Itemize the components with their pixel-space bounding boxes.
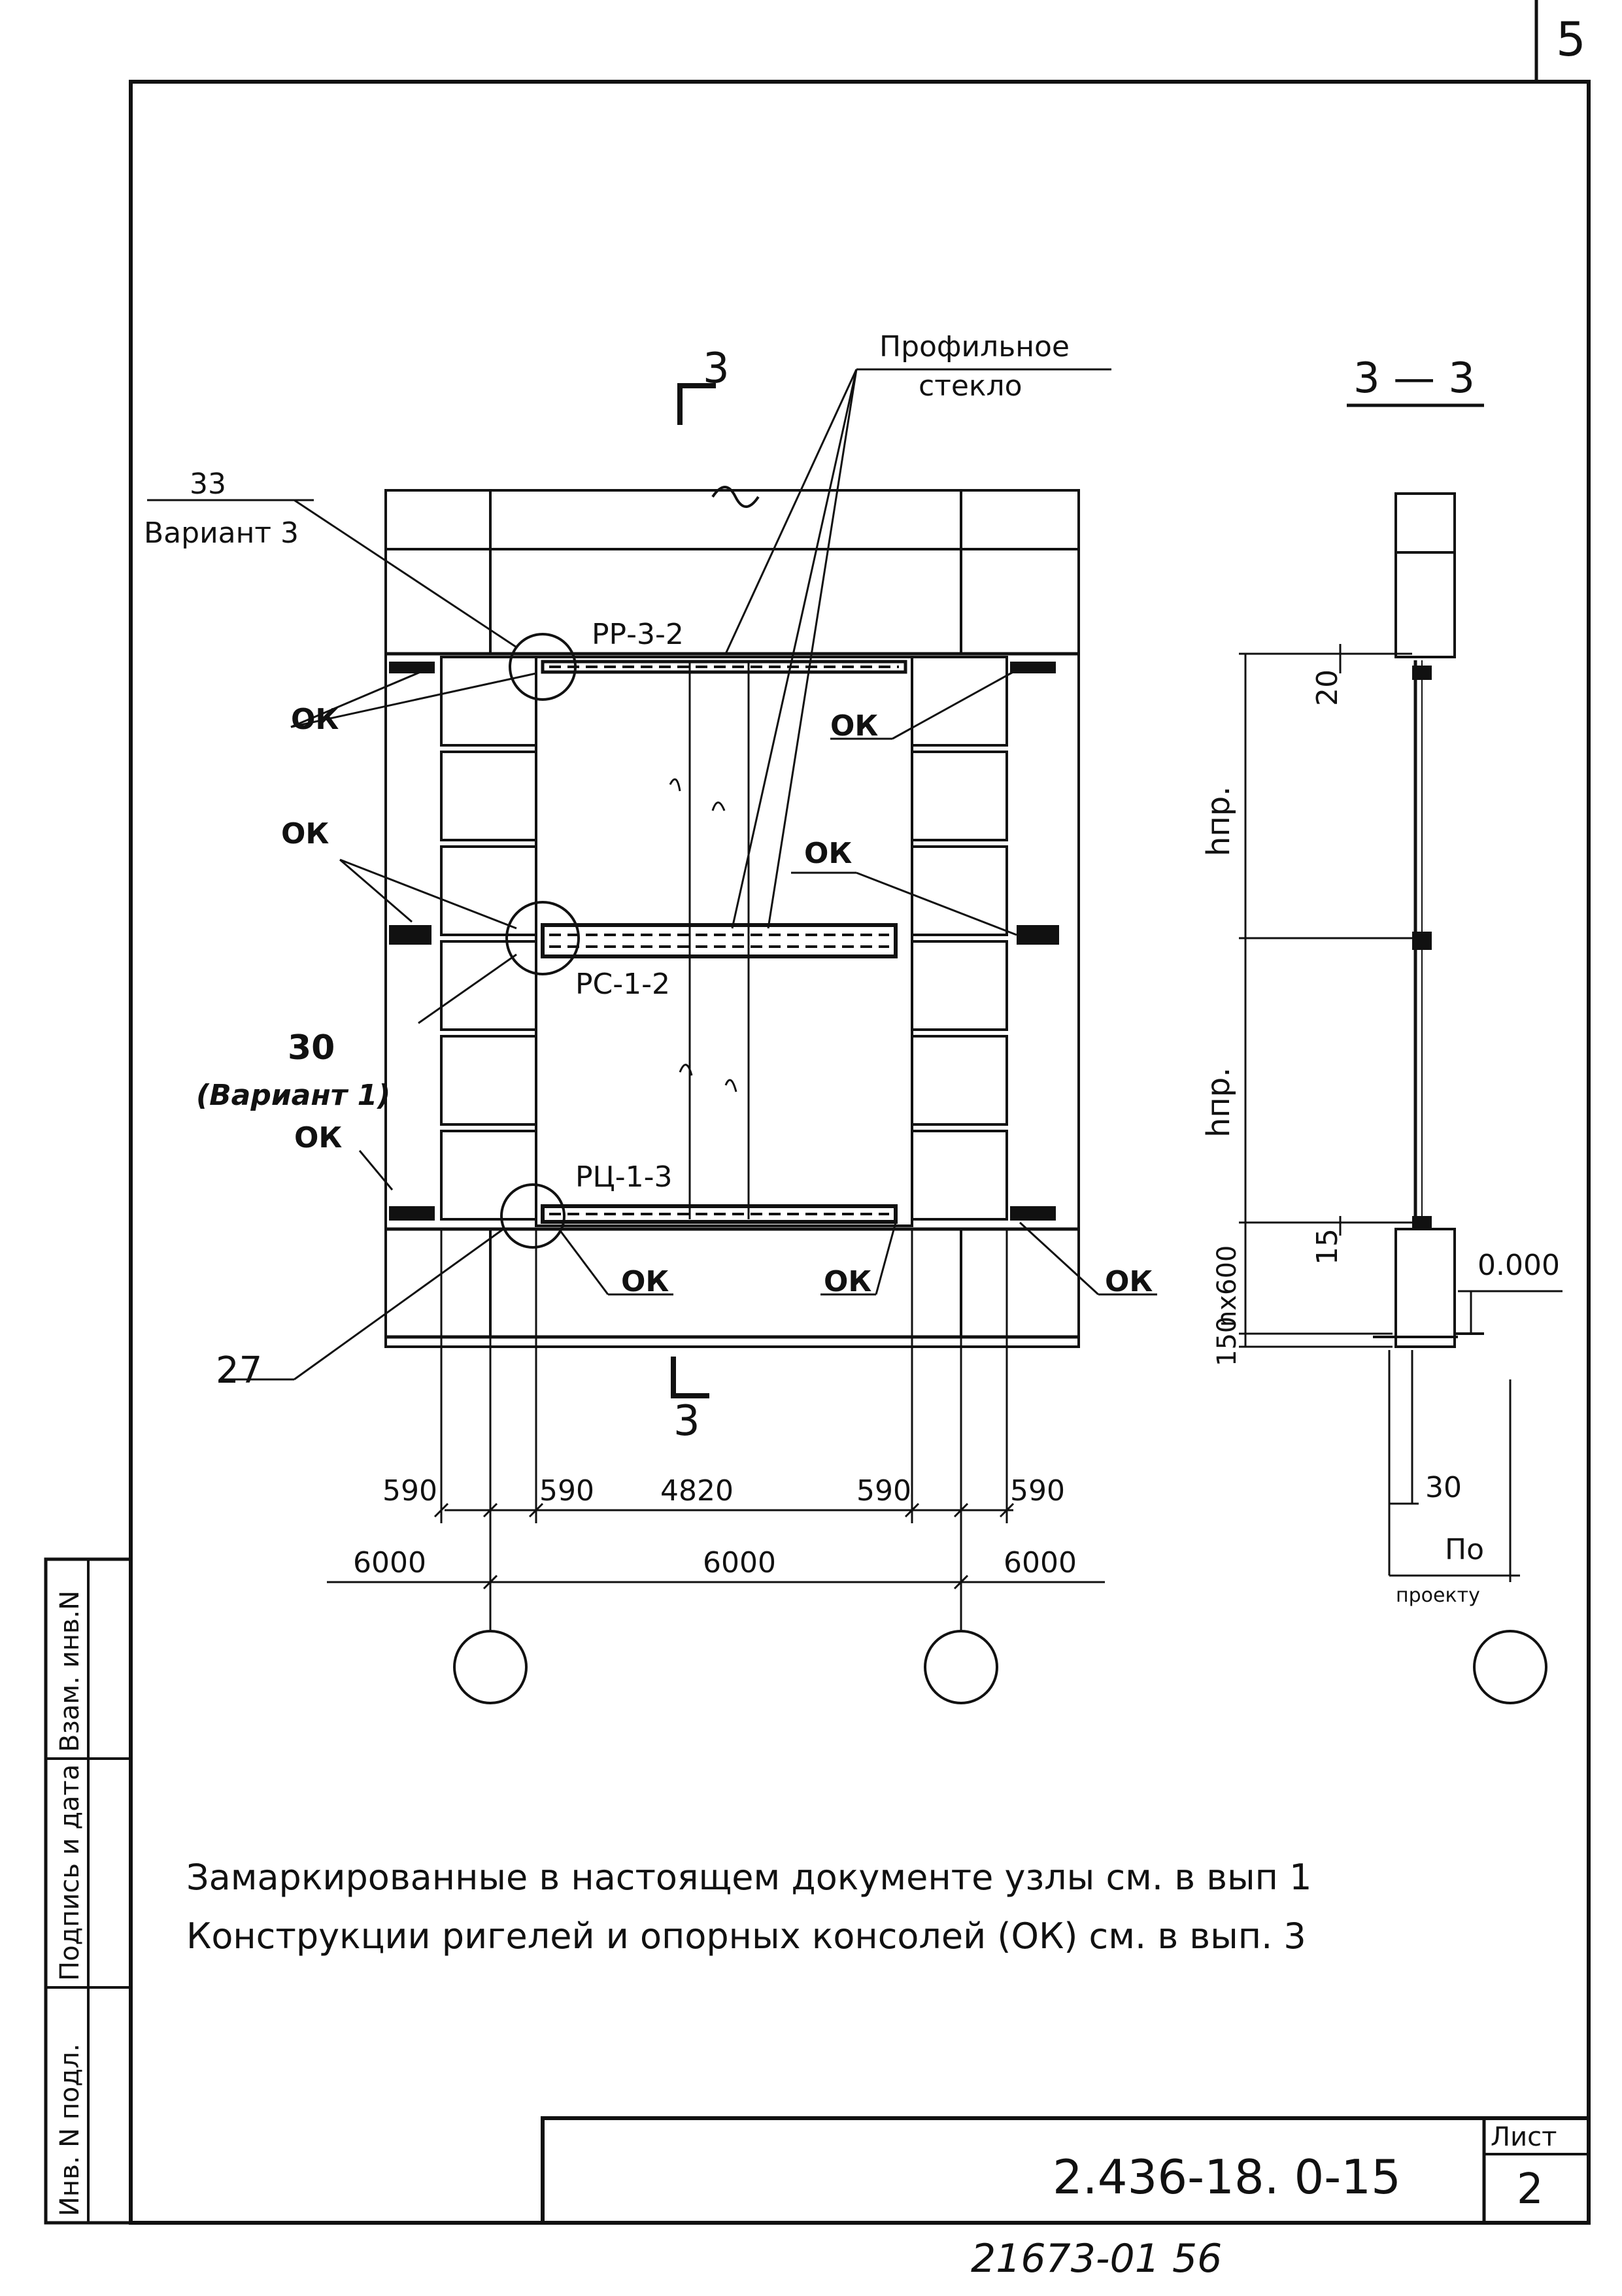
stamp-replace-inv: Взам. инв.N — [55, 1591, 85, 1752]
support-consoles — [389, 662, 1059, 1221]
axis-bubble-3 — [1473, 1630, 1547, 1704]
title-block — [541, 2116, 1591, 2225]
section-dimension-lines — [1239, 644, 1563, 1582]
axis-bubble-2 — [924, 1630, 998, 1704]
label-profile-glass-2: стекло — [919, 369, 1022, 403]
section-dim-150: 150 — [1212, 1317, 1242, 1366]
axis-bubble-1 — [453, 1630, 528, 1704]
section-dim-20: 20 — [1311, 669, 1344, 706]
stamp-signature-date: Подпись и дата — [55, 1764, 85, 1981]
section-dim-15: 15 — [1311, 1228, 1344, 1265]
label-variant-1: (Вариант 1) — [196, 1079, 390, 1112]
section-mark-top-label: 3 — [703, 345, 730, 393]
elevation-view: 3 3 — [144, 330, 1157, 1704]
beam-middle — [541, 923, 898, 958]
note-line-2: Конструкции ригелей и опорных консолей (… — [186, 1916, 1306, 1957]
stamp-inv-no: Инв. N подл. — [55, 2044, 85, 2216]
label-beam-rr-3-2: РР-3-2 — [592, 618, 684, 651]
beam-bottom — [541, 1204, 898, 1224]
label-beam-rs-1-2: РС-1-2 — [575, 968, 670, 1001]
left-stamp: Инв. N подл. Подпись и дата Взам. инв.N — [44, 1557, 133, 2225]
section-dim-h1: hпр. — [1200, 786, 1237, 856]
dim-590-4: 590 — [1010, 1474, 1065, 1508]
label-ok-2: ОК — [830, 709, 878, 743]
label-ok-6: ОК — [621, 1265, 669, 1298]
node-circle-30 — [505, 901, 580, 975]
notes: Замаркированные в настоящем документе уз… — [186, 1857, 1312, 1957]
page-number: 5 — [1556, 12, 1586, 67]
leader-lines — [147, 368, 1157, 1381]
section-dim-30: 30 — [1425, 1471, 1462, 1504]
node-circle-27 — [500, 1183, 566, 1249]
dim-590-1: 590 — [382, 1474, 437, 1508]
label-ok-8: ОК — [1105, 1265, 1153, 1298]
section-mark-bottom — [671, 1357, 709, 1398]
section-by-project-2: проекту — [1396, 1584, 1480, 1607]
beam-top — [541, 660, 907, 674]
right-pier — [911, 656, 1008, 1221]
document-code: 2.436-18. 0-15 — [1053, 2150, 1401, 2204]
section-dim-h2: hпр. — [1200, 1067, 1237, 1138]
label-profile-glass-1: Профильное — [879, 330, 1070, 363]
label-beam-rc-1-3: РЦ-1-3 — [575, 1160, 672, 1194]
section-title: 3 — 3 — [1353, 354, 1475, 403]
section-dim-nx600: nx600 — [1212, 1245, 1242, 1327]
label-ok-3: ОК — [281, 817, 329, 851]
dim-4820: 4820 — [660, 1474, 734, 1508]
label-ok-7: ОК — [824, 1265, 871, 1298]
label-node-27: 27 — [216, 1349, 262, 1392]
dim-axis-6000-2: 6000 — [703, 1546, 776, 1579]
dimension-lines — [327, 1229, 1105, 1631]
sheet-label: Лист — [1491, 2122, 1557, 2152]
label-variant-3: Вариант 3 — [144, 516, 299, 550]
dim-axis-6000-1: 6000 — [353, 1546, 426, 1579]
section-mark-top — [677, 383, 716, 425]
section-view: 3 — 3 — [1200, 354, 1563, 1704]
dim-590-2: 590 — [539, 1474, 594, 1508]
label-node-33: 33 — [190, 467, 226, 501]
label-ok-4: ОК — [804, 837, 852, 870]
section-level-0000: 0.000 — [1478, 1249, 1560, 1282]
node-circle-33 — [509, 633, 577, 701]
dim-axis-6000-3: 6000 — [1004, 1546, 1077, 1579]
dim-590-3: 590 — [856, 1474, 911, 1508]
label-ok-1: ОК — [291, 703, 339, 736]
left-pier — [440, 656, 537, 1221]
sheet-number: 2 — [1517, 2165, 1544, 2214]
archive-code: 21673-01 56 — [971, 2236, 1222, 2282]
note-line-1: Замаркированные в настоящем документе уз… — [186, 1857, 1312, 1898]
label-node-30: 30 — [288, 1028, 335, 1068]
label-ok-5: ОК — [294, 1121, 342, 1155]
section-mark-bottom-label: 3 — [673, 1397, 700, 1445]
section-by-project-1: По — [1445, 1533, 1484, 1566]
